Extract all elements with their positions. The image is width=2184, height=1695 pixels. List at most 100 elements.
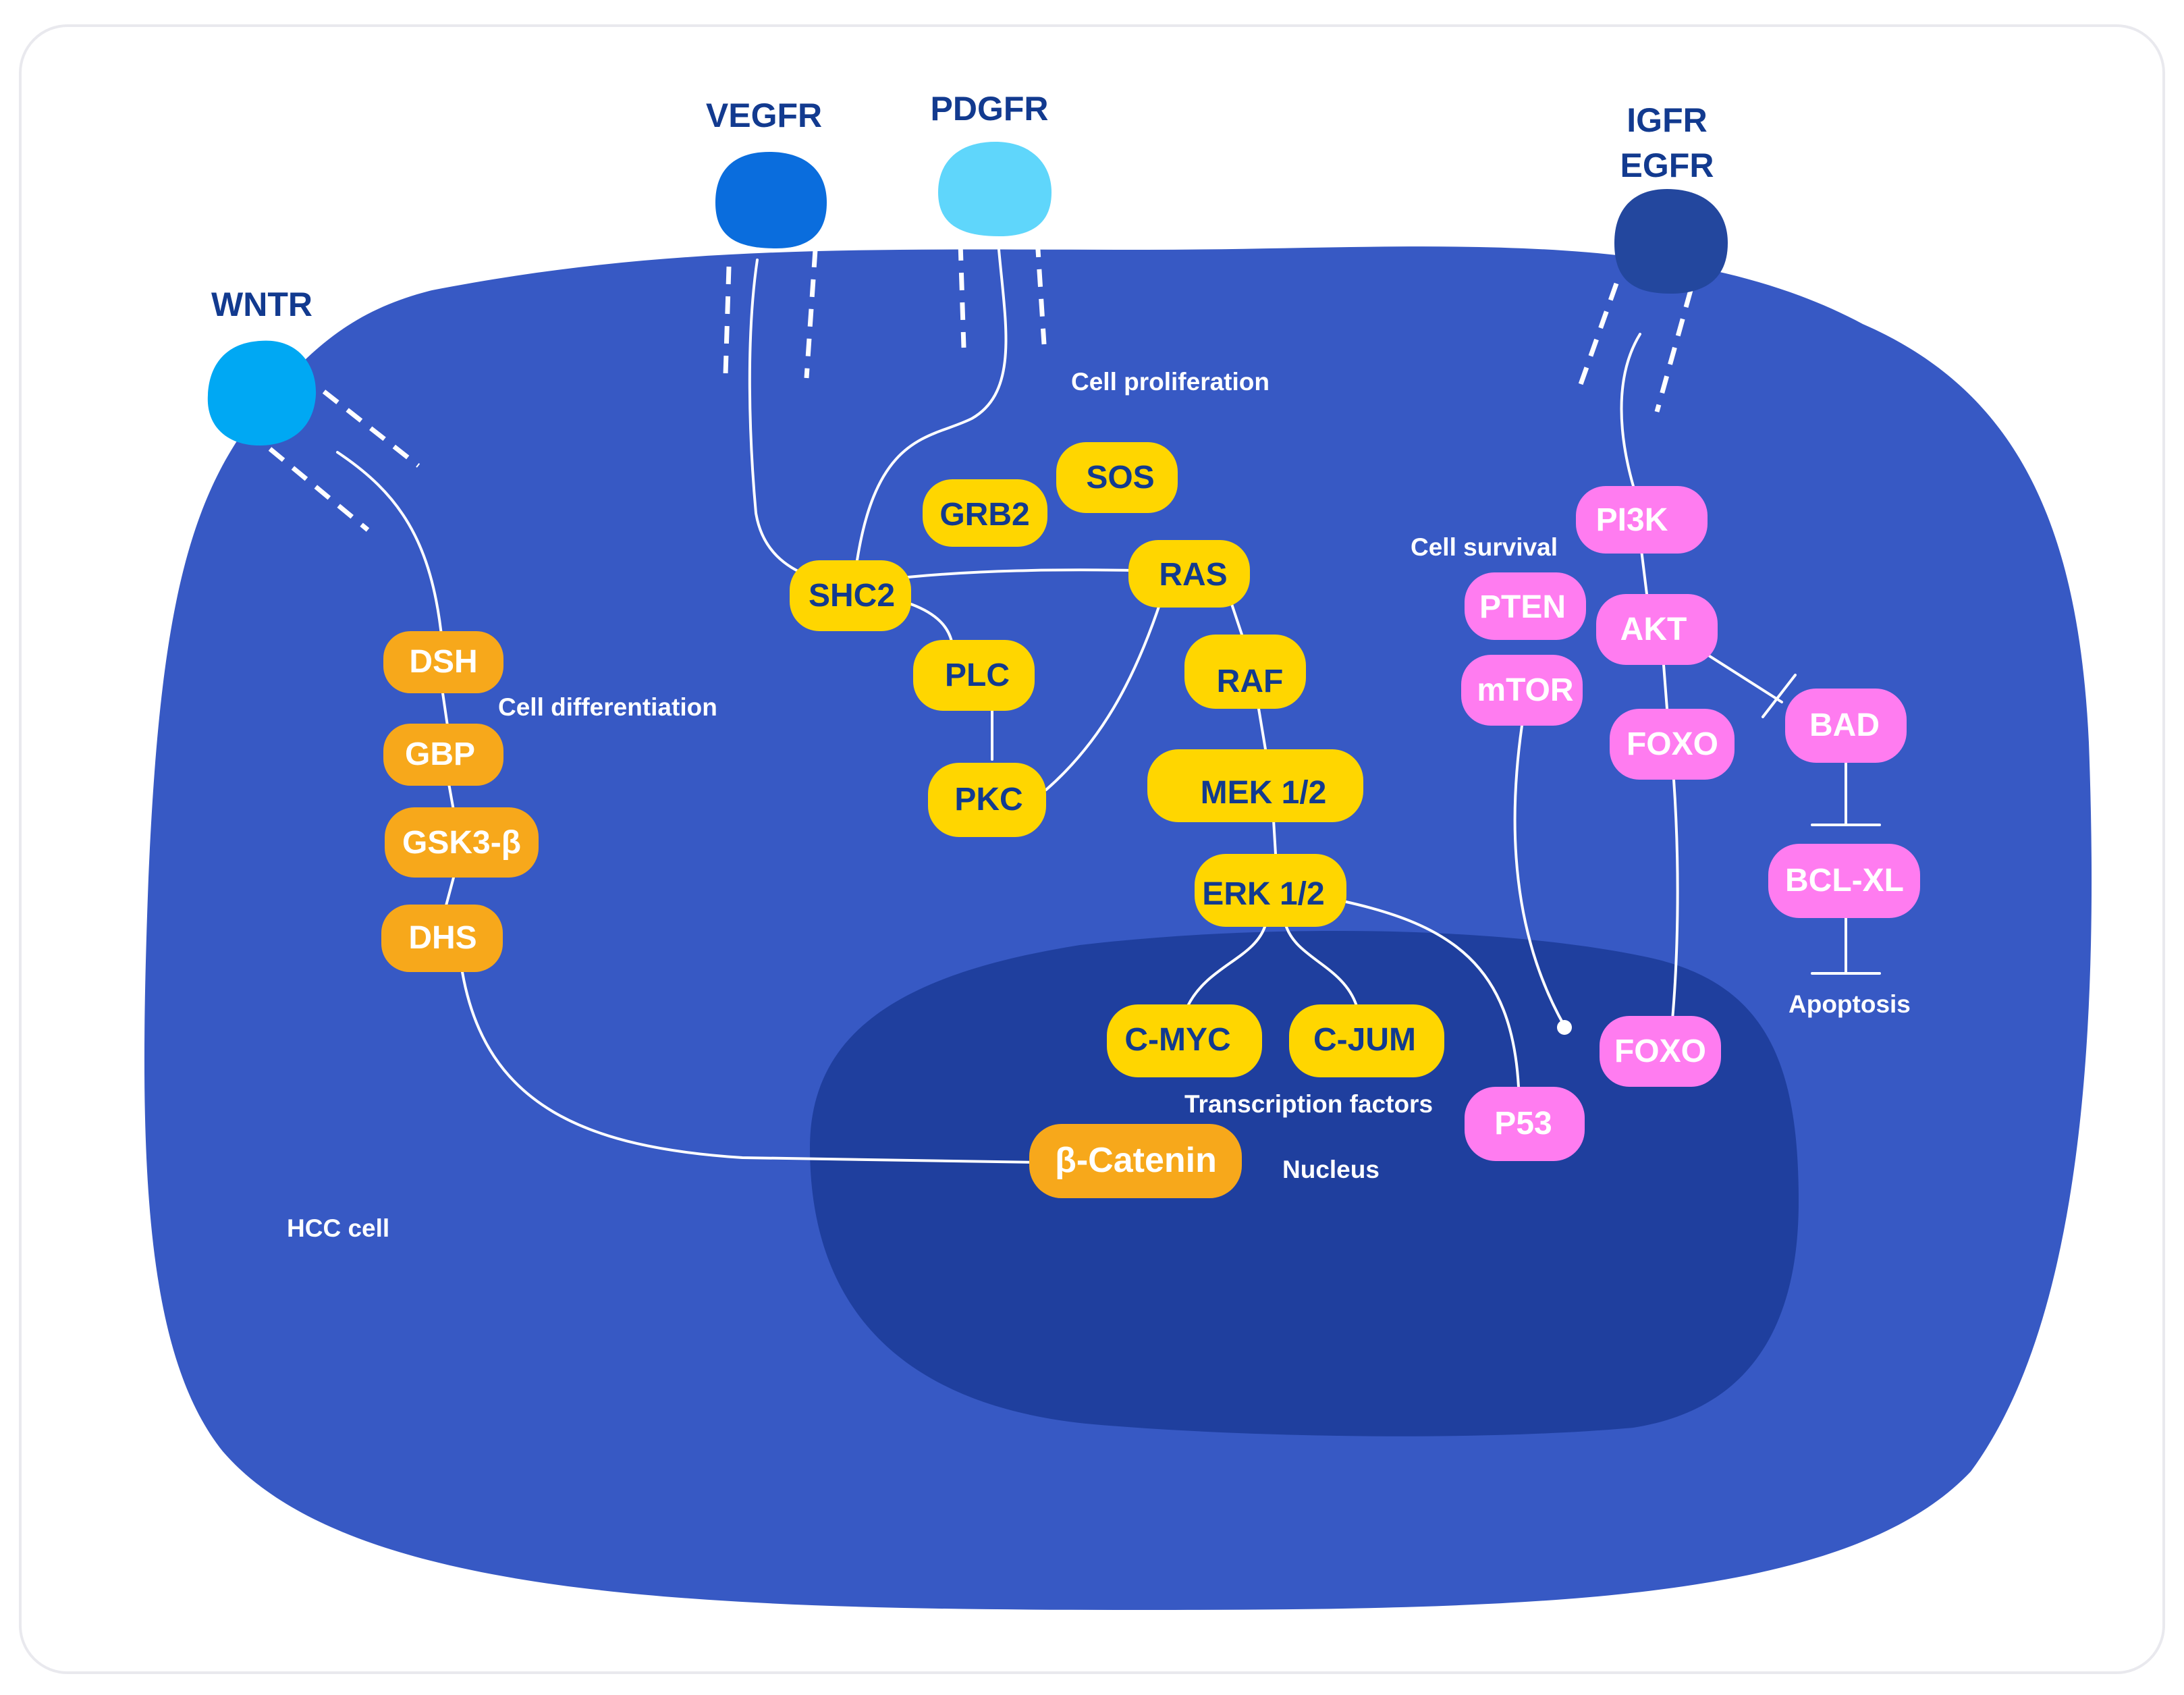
node-mtor-label: mTOR [1477,672,1573,708]
node-grb2-label: GRB2 [939,497,1029,533]
wntr-dsh-link [336,451,443,643]
node-dsh-label: DSH [409,644,477,680]
mtor-nucleus-link [1513,724,1566,1027]
igfr-tm-right [1654,290,1693,412]
node-dhs: DHS [381,905,503,972]
node-mtor: mTOR [1461,655,1583,726]
akt-foxo-link [1662,664,1668,710]
node-erk: ERK 1/2 [1195,854,1346,927]
node-raf-label: RAF [1217,664,1284,699]
pdgfr-tm-right [1035,239,1047,345]
erk-p53-link [1342,900,1520,1088]
pdgfr-label: PDGFR [931,90,1049,128]
node-p53: P53 [1465,1087,1585,1161]
node-bclxl-label: BCL-XL [1785,863,1904,898]
node-mek: MEK 1/2 [1147,749,1363,822]
node-pten-label: PTEN [1479,589,1566,625]
vegfr-label: VEGFR [706,97,822,134]
node-cjum-label: C-JUM [1313,1022,1416,1058]
node-gsk3b: GSK3-β [385,807,539,878]
node-dhs-label: DHS [408,920,476,956]
node-plc-label: PLC [945,657,1010,693]
annotation-transcription-factors: Transcription factors [1184,1090,1433,1118]
node-cmyc: C-MYC [1107,1004,1262,1077]
node-ras-label: RAS [1159,557,1227,593]
node-plc: PLC [913,640,1035,711]
mtor-target-dot [1557,1020,1572,1035]
node-shc2: SHC2 [790,560,911,631]
vegfr-tm-left [723,266,732,375]
receptor-transmembrane-dashes [268,239,1693,532]
node-bad: BAD [1785,689,1907,763]
node-raf: RAF [1184,635,1306,709]
node-beta-catenin: β-Catenin [1029,1124,1242,1198]
node-dsh: DSH [383,631,503,693]
mek-erk-link [1272,819,1277,855]
node-pkc-label: PKC [954,782,1022,817]
wntr-tm-upper [322,389,420,468]
pi3k-akt-link [1640,549,1648,595]
annotation-cell-survival: Cell survival [1411,533,1558,561]
mapk-pathway-nodes: SOS GRB2 SHC2 RAS PLC RAF PKC MEK 1/2 [790,442,1444,1077]
annotation-cell-differentiation: Cell differentiation [498,693,717,721]
wntr-label: WNTR [211,286,312,323]
node-grb2: GRB2 [923,479,1047,547]
node-shc2-label: SHC2 [809,578,895,614]
erk-cmyc-link [1186,923,1267,1007]
foxo-foxo-nuclear-link [1671,778,1679,1021]
pdgfr-tm-left [958,242,966,348]
akt-bad-link [1706,653,1783,703]
node-foxo-nucleus-label: FOXO [1614,1033,1706,1069]
annotation-apoptosis: Apoptosis [1789,990,1911,1018]
node-sos-label: SOS [1086,460,1154,495]
igfr-label: IGFR [1627,101,1707,139]
node-foxo-cytoplasm: FOXO [1610,709,1735,780]
pdgfr-receptor [938,142,1052,236]
node-pten: PTEN [1465,572,1586,640]
node-akt: AKT [1596,594,1718,665]
vegfr-tm-right [804,249,818,379]
igfr-egfr-receptor [1614,189,1728,294]
node-foxo-cytoplasm-label: FOXO [1627,726,1718,762]
erk-cjum-link [1284,923,1358,1007]
node-cmyc-label: C-MYC [1124,1022,1230,1058]
node-bad-label: BAD [1809,707,1880,743]
pi3k-pathway-nodes: PI3K PTEN AKT mTOR FOXO BAD BCL-XL FOXO [1461,486,1920,1161]
node-beta-catenin-label: β-Catenin [1055,1141,1217,1180]
igfr-pi3k-link [1620,333,1641,487]
node-bclxl: BCL-XL [1768,844,1920,918]
dhs-beta-catenin-link [461,971,1041,1164]
gsk3b-dhs-link [444,876,455,909]
raf-mek-link [1257,707,1267,751]
egfr-label: EGFR [1620,146,1714,184]
wntr-tm-lower [268,447,370,532]
pathway-connections [336,248,1881,1164]
node-gbp-label: GBP [405,736,475,772]
shc2-plc-link [910,603,953,643]
region-annotations: Cell proliferation Cell survival Cell di… [287,368,1911,1242]
node-pkc: PKC [928,763,1046,837]
akt-bad-inhibit-bar [1762,674,1797,718]
annotation-hcc-cell: HCC cell [287,1214,389,1242]
node-pi3k-label: PI3K [1596,502,1668,538]
node-gbp: GBP [383,724,503,786]
node-erk-label: ERK 1/2 [1202,876,1324,912]
pdgfr-shc2-link [856,248,1008,562]
node-sos: SOS [1056,442,1178,513]
wnt-pathway-nodes: DSH GBP GSK3-β DHS β-Catenin [381,631,1242,1198]
receptor-labels: VEGFR PDGFR IGFR EGFR WNTR [211,90,1714,323]
node-foxo-nucleus: FOXO [1600,1016,1721,1087]
ras-raf-link [1230,603,1243,636]
vegfr-shc2-link [748,259,804,575]
node-ras: RAS [1128,540,1250,608]
shc2-ras-link [906,568,1135,579]
wntr-receptor [207,340,317,446]
vegfr-receptor [715,152,827,248]
node-pi3k: PI3K [1576,486,1708,554]
node-gsk3b-label: GSK3-β [402,825,521,861]
node-p53-label: P53 [1494,1106,1552,1141]
nucleus-body [810,930,1799,1436]
dsh-gbp-link [441,687,449,727]
ras-pkc-link [1045,599,1162,791]
